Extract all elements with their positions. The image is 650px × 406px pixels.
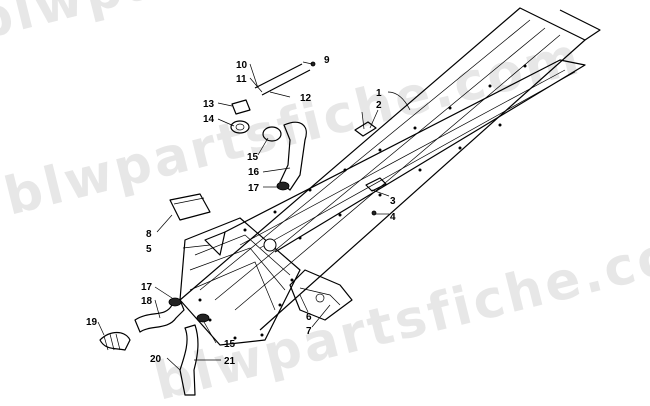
callout-4: 4: [390, 212, 396, 223]
callout-5: 5: [146, 244, 152, 255]
callout-17-upper: 17: [248, 183, 260, 194]
callout-12: 12: [300, 93, 312, 104]
rail-assembly: [179, 7, 601, 331]
callout-14: 14: [203, 114, 215, 125]
callout-20: 20: [150, 354, 162, 365]
callout-19: 19: [86, 317, 98, 328]
upper-hose-assembly: [230, 61, 316, 191]
leader-lines: [97, 61, 411, 371]
callout-1: 1: [376, 88, 382, 99]
callout-18: 18: [141, 296, 153, 307]
callout-17-lower: 17: [141, 282, 153, 293]
callout-10: 10: [236, 60, 248, 71]
callout-16: 16: [248, 167, 260, 178]
callout-9: 9: [324, 55, 330, 66]
watermark-middle: blwpartsfiche.com: [0, 26, 587, 227]
lower-hose-assembly: [99, 297, 210, 396]
callout-21: 21: [224, 356, 236, 367]
callout-8: 8: [146, 229, 152, 240]
callout-15-upper: 15: [247, 152, 259, 163]
watermark-bottom: blwpartsfiche.com: [149, 211, 650, 406]
watermark-top: blwpartsfiche.com: [0, 0, 557, 53]
rear-bracket: [289, 269, 353, 321]
callout-2: 2: [376, 100, 382, 111]
callout-15-lower: 15: [224, 339, 236, 350]
part-8-shield: [169, 193, 211, 221]
callout-3: 3: [390, 196, 396, 207]
callout-7: 7: [306, 326, 312, 337]
callout-6: 6: [306, 312, 312, 323]
callout-13: 13: [203, 99, 215, 110]
callout-labels: 1 2 3 4 5 6 7 8 9 10 11 12 13 14 15 16 1…: [86, 55, 396, 367]
callout-11: 11: [236, 74, 247, 85]
